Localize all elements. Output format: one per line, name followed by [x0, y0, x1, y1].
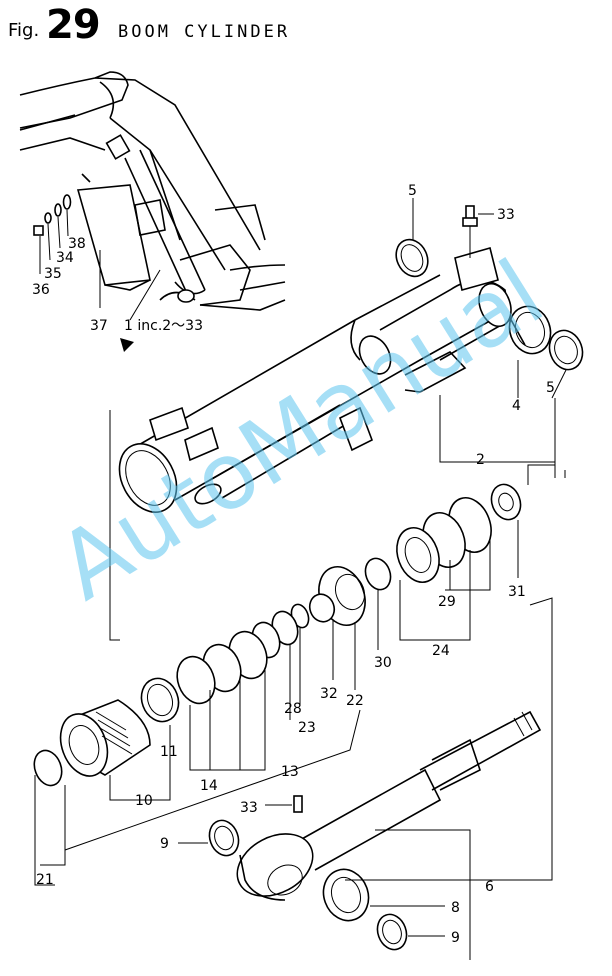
callout-13: 13	[281, 764, 299, 780]
part-14-ring-c	[176, 655, 216, 705]
callout-4: 4	[512, 398, 521, 414]
cylinder-tube	[118, 247, 512, 513]
callout-21: 21	[36, 872, 54, 888]
callout-6: 6	[485, 879, 494, 895]
part-5-ring	[395, 238, 429, 278]
figure-label: Fig.	[8, 20, 40, 41]
callout-9-lower: 9	[451, 930, 460, 946]
callout-11: 11	[160, 744, 178, 760]
callout-37: 37	[90, 318, 108, 334]
part-5-ring-right	[548, 329, 584, 371]
part-31-nut	[490, 483, 522, 521]
figure-number: 29	[46, 2, 101, 48]
direction-arrow-icon	[120, 338, 134, 352]
part-30-washer	[364, 557, 392, 591]
part-33-grease-fitting	[462, 205, 478, 258]
part-8-bushing	[322, 868, 370, 922]
callout-5-top: 5	[408, 183, 417, 199]
callout-29: 29	[438, 594, 456, 610]
callout-32: 32	[320, 686, 338, 702]
part-11-bushing	[140, 677, 180, 723]
callout-2: 2	[476, 452, 485, 468]
part-9-ring-upper	[208, 819, 240, 857]
callout-33-top: 33	[497, 207, 515, 223]
callout-8: 8	[451, 900, 460, 916]
callout-28: 28	[284, 701, 302, 717]
part-10-rod-head	[59, 699, 151, 777]
part-6-piston-rod	[236, 710, 542, 901]
callout-34: 34	[56, 250, 74, 266]
callout-23: 23	[298, 720, 316, 736]
part-9-ring-lower	[376, 913, 408, 951]
callout-9-upper: 9	[160, 836, 169, 852]
boom-assembly-inset	[19, 71, 286, 352]
callout-22: 22	[346, 693, 364, 709]
part-4-bushing	[508, 305, 552, 355]
figure-title: BOOM CYLINDER	[118, 22, 291, 42]
part-33-grease-fitting-lower	[293, 795, 303, 813]
callout-5-right: 5	[546, 380, 555, 396]
callout-24: 24	[432, 643, 450, 659]
part-21-snap-ring	[33, 749, 63, 787]
leader-lines	[34, 198, 567, 960]
callout-33-lower: 33	[240, 800, 258, 816]
callout-38: 38	[68, 236, 86, 252]
callout-31: 31	[508, 584, 526, 600]
callout-36: 36	[32, 282, 50, 298]
callout-1-inc: 1 inc.2～33	[124, 318, 203, 334]
callout-30: 30	[374, 655, 392, 671]
callout-14: 14	[200, 778, 218, 794]
part-22-piston	[308, 566, 366, 626]
callout-10: 10	[135, 793, 153, 809]
callout-35: 35	[44, 266, 62, 282]
